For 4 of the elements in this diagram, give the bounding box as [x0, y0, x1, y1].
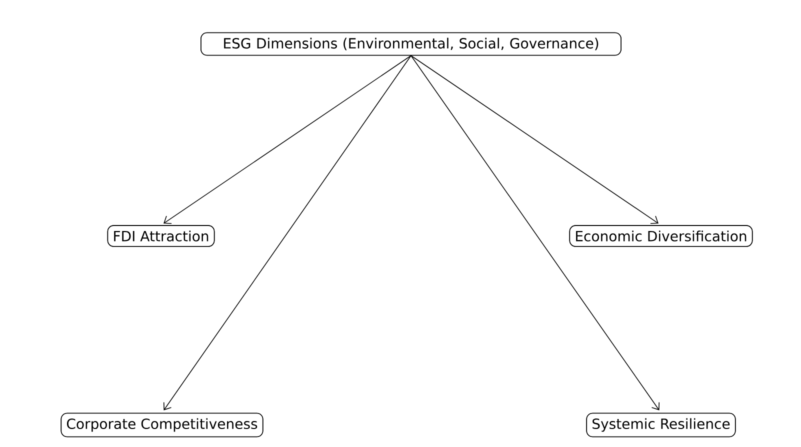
arrow: [164, 55, 412, 224]
arrow: [410, 55, 659, 224]
arrow: [163, 55, 412, 410]
arrow: [410, 55, 660, 410]
